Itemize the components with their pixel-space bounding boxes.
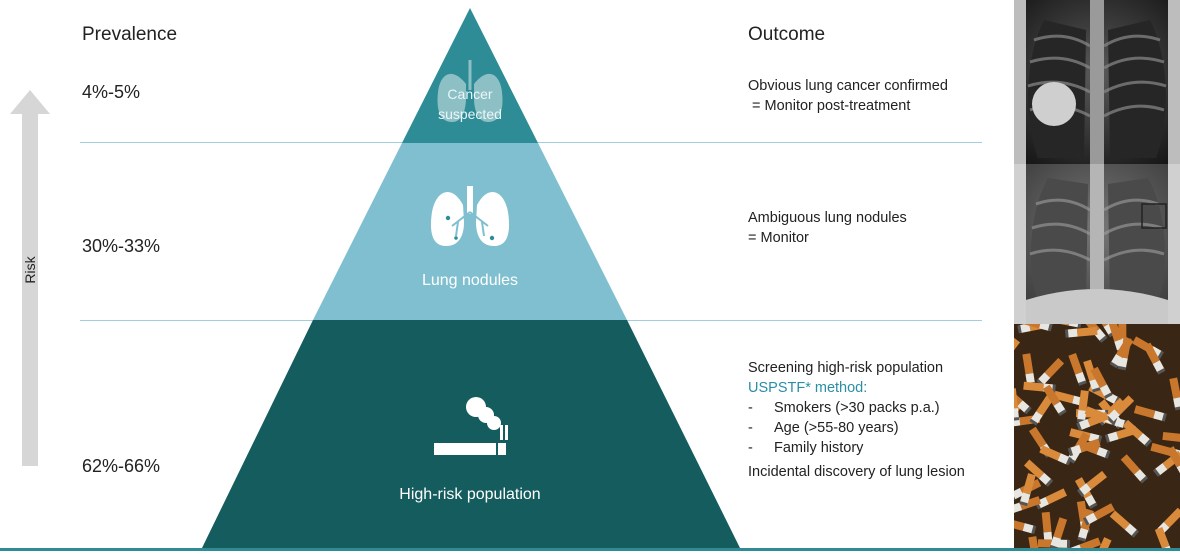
outcome-top-line1: Obvious lung cancer confirmed xyxy=(748,78,948,94)
outcome-top-line2: = Monitor post-treatment xyxy=(748,98,911,114)
cigarette-icon xyxy=(434,397,508,455)
tier-bottom-label: High-risk population xyxy=(399,486,541,503)
outcome-top: Obvious lung cancer confirmed = Monitor … xyxy=(748,76,948,116)
prevalence-header: Prevalence xyxy=(82,24,178,45)
outcome-header: Outcome xyxy=(748,24,826,45)
outcome-middle-line1: Ambiguous lung nodules xyxy=(748,210,907,226)
cigarette-butts-image xyxy=(1014,324,1180,548)
risk-arrow xyxy=(10,90,50,466)
tier-middle-label: Lung nodules xyxy=(421,272,519,289)
outcome-bottom-last: Incidental discovery of lung lesion xyxy=(748,464,965,480)
pyramid-tier-bottom xyxy=(202,320,740,548)
outcome-bottom: Screening high-risk population USPSTF* m… xyxy=(748,358,965,482)
list-item: -Age (>55-80 years) xyxy=(748,420,899,436)
tier-top-label-line1: Cancer xyxy=(447,86,493,102)
tier-top-label-line2: suspected xyxy=(438,106,502,122)
pyramid-tier-middle xyxy=(313,143,627,320)
uspstf-method-label: USPSTF* method: xyxy=(748,380,868,396)
prevalence-top: 4%-5% xyxy=(82,82,141,102)
lungs-icon xyxy=(437,60,503,122)
bottom-rule xyxy=(0,548,1180,551)
chest-xray-tumor-image xyxy=(1014,0,1180,164)
chest-xray-nodule-image xyxy=(1014,164,1180,324)
lungs-icon xyxy=(430,186,510,246)
prevalence-bottom: 62%-66% xyxy=(82,456,161,476)
list-item: -Family history xyxy=(748,440,864,456)
outcome-bottom-line1: Screening high-risk population xyxy=(748,360,944,376)
prevalence-middle: 30%-33% xyxy=(82,236,161,256)
outcome-middle-line2: = Monitor xyxy=(748,230,809,246)
pyramid-tier-top xyxy=(402,8,538,143)
outcome-middle: Ambiguous lung nodules = Monitor xyxy=(748,208,907,248)
list-item: -Smokers (>30 packs p.a.) xyxy=(748,400,940,416)
